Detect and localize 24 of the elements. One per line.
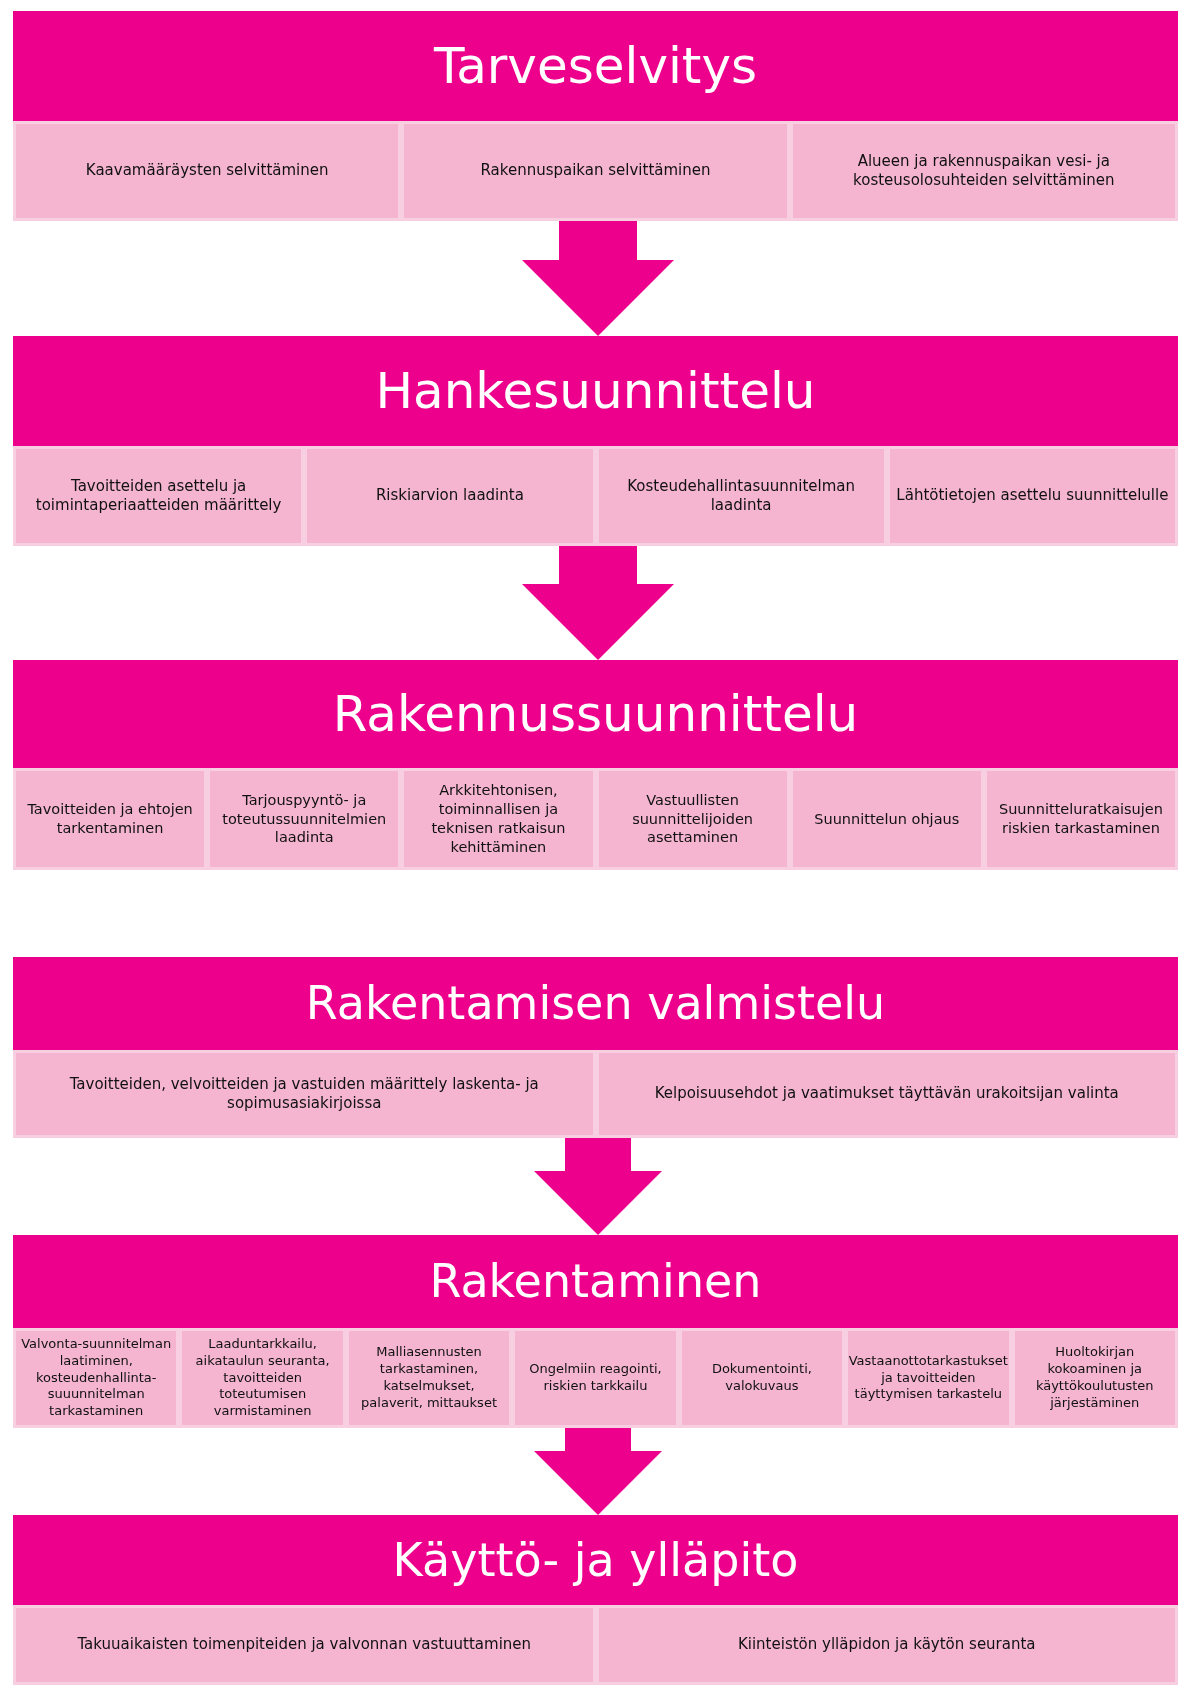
task-box: Rakennuspaikan selvittäminen <box>401 121 790 221</box>
phase-panel <box>13 1515 1178 1685</box>
phase-panel <box>13 1235 1178 1428</box>
phase-title: Tarveselvitys <box>433 38 758 94</box>
task-box: Takuuaikaisten toimenpiteiden ja valvonnan vastuuttaminen <box>13 1605 596 1685</box>
phase-title: Hankesuunnittelu <box>375 363 816 419</box>
phase-title: Rakentamisen valmistelu <box>305 978 886 1029</box>
task-box: Laaduntarkkailu, aikataulun seuranta, tavoitteiden toteutumisen varmistaminen <box>179 1328 346 1428</box>
block-arrow <box>522 546 674 660</box>
task-box: Ongelmiin reagointi, riskien tarkkailu <box>512 1328 679 1428</box>
task-box: Arkkitehtonisen, toiminnallisen ja teknisen ratkaisun kehittäminen <box>401 768 596 870</box>
phase-title: Rakentaminen <box>429 1256 762 1307</box>
block-arrow <box>522 221 674 336</box>
task-box: Tavoitteiden, velvoitteiden ja vastuiden määrittely laskenta- ja sopimusasiakirjoissa <box>13 1050 596 1138</box>
block-arrow <box>534 1138 662 1235</box>
phase-title: Rakennussuunnittelu <box>332 686 859 742</box>
phase-panel <box>13 336 1178 546</box>
phase-title: Käyttö- ja ylläpito <box>392 1534 799 1586</box>
phase-panel <box>13 957 1178 1138</box>
block-arrow <box>534 1428 662 1515</box>
phase-panel <box>13 660 1178 870</box>
task-box: Riskiarvion laadinta <box>304 446 596 546</box>
phase-panel <box>13 11 1178 221</box>
task-box: Vastaanottotarkastukset ja tavoitteiden täyttymisen tarkastelu <box>845 1328 1012 1428</box>
